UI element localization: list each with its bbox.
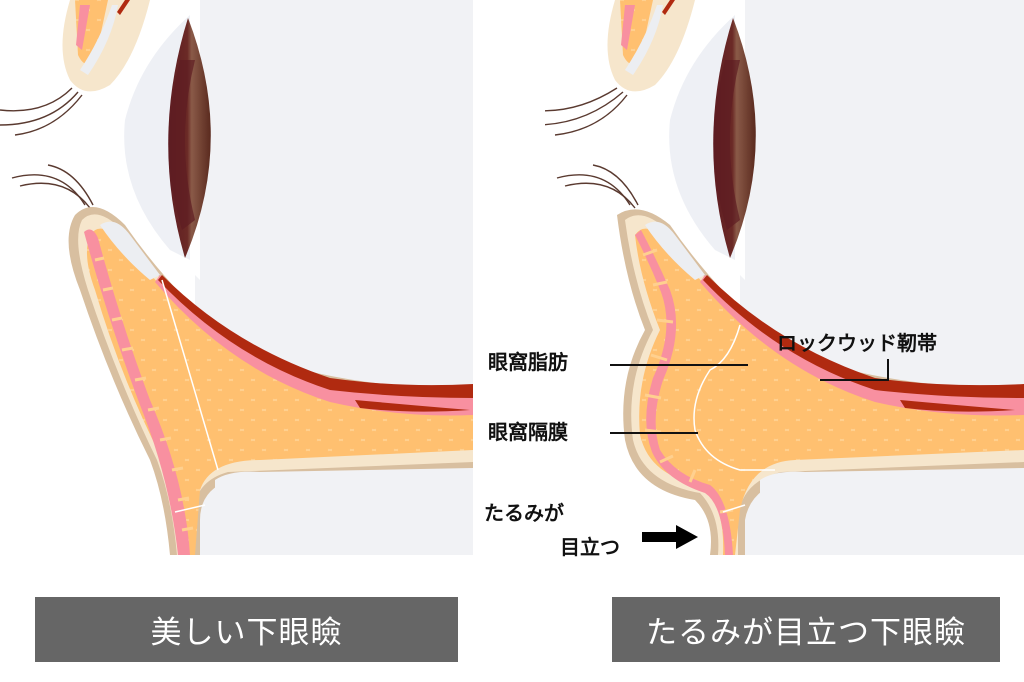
panel-beautiful-lower-eyelid (0, 0, 480, 555)
label-orbital-septum: 眼窩隔膜 (488, 420, 568, 444)
caption-sagging-lower-eyelid: たるみが目立つ下眼瞼 (612, 597, 1000, 662)
orbital-septum-line (161, 279, 219, 471)
right-arrow-icon (642, 525, 698, 549)
label-lockwood-ligament: ロックウッド靭帯 (777, 331, 937, 355)
label-sagging-line1: たるみが (484, 501, 564, 525)
label-orbital-fat: 眼窩脂肪 (488, 350, 568, 374)
leader-line-orbital-fat (610, 364, 748, 366)
lower-eyelashes (11, 164, 94, 209)
tarsal-plate (100, 221, 160, 280)
orbicularis-muscle (84, 229, 190, 555)
eyelid-anatomy-illustration-sagging (545, 0, 1024, 555)
orbicularis-muscle (635, 230, 733, 555)
leader-line-orbital-septum (610, 432, 698, 434)
upper-eyelashes (0, 87, 83, 136)
upper-eyelashes (545, 87, 628, 136)
conjunctiva (700, 275, 1024, 416)
conjunctiva (155, 275, 473, 416)
lower-eyelashes (556, 164, 639, 209)
caption-beautiful-lower-eyelid: 美しい下眼瞼 (35, 597, 458, 662)
leader-line-lockwood-v (887, 359, 889, 381)
leader-line-lockwood-h (820, 379, 889, 381)
label-sagging-line2: 目立つ (560, 535, 620, 559)
tarsal-plate (645, 221, 705, 280)
orbital-fat-bulge (635, 228, 1024, 555)
orbital-septum-curve (693, 324, 775, 471)
eyelid-anatomy-illustration-normal (0, 0, 474, 555)
panel-sagging-lower-eyelid (545, 0, 1024, 555)
